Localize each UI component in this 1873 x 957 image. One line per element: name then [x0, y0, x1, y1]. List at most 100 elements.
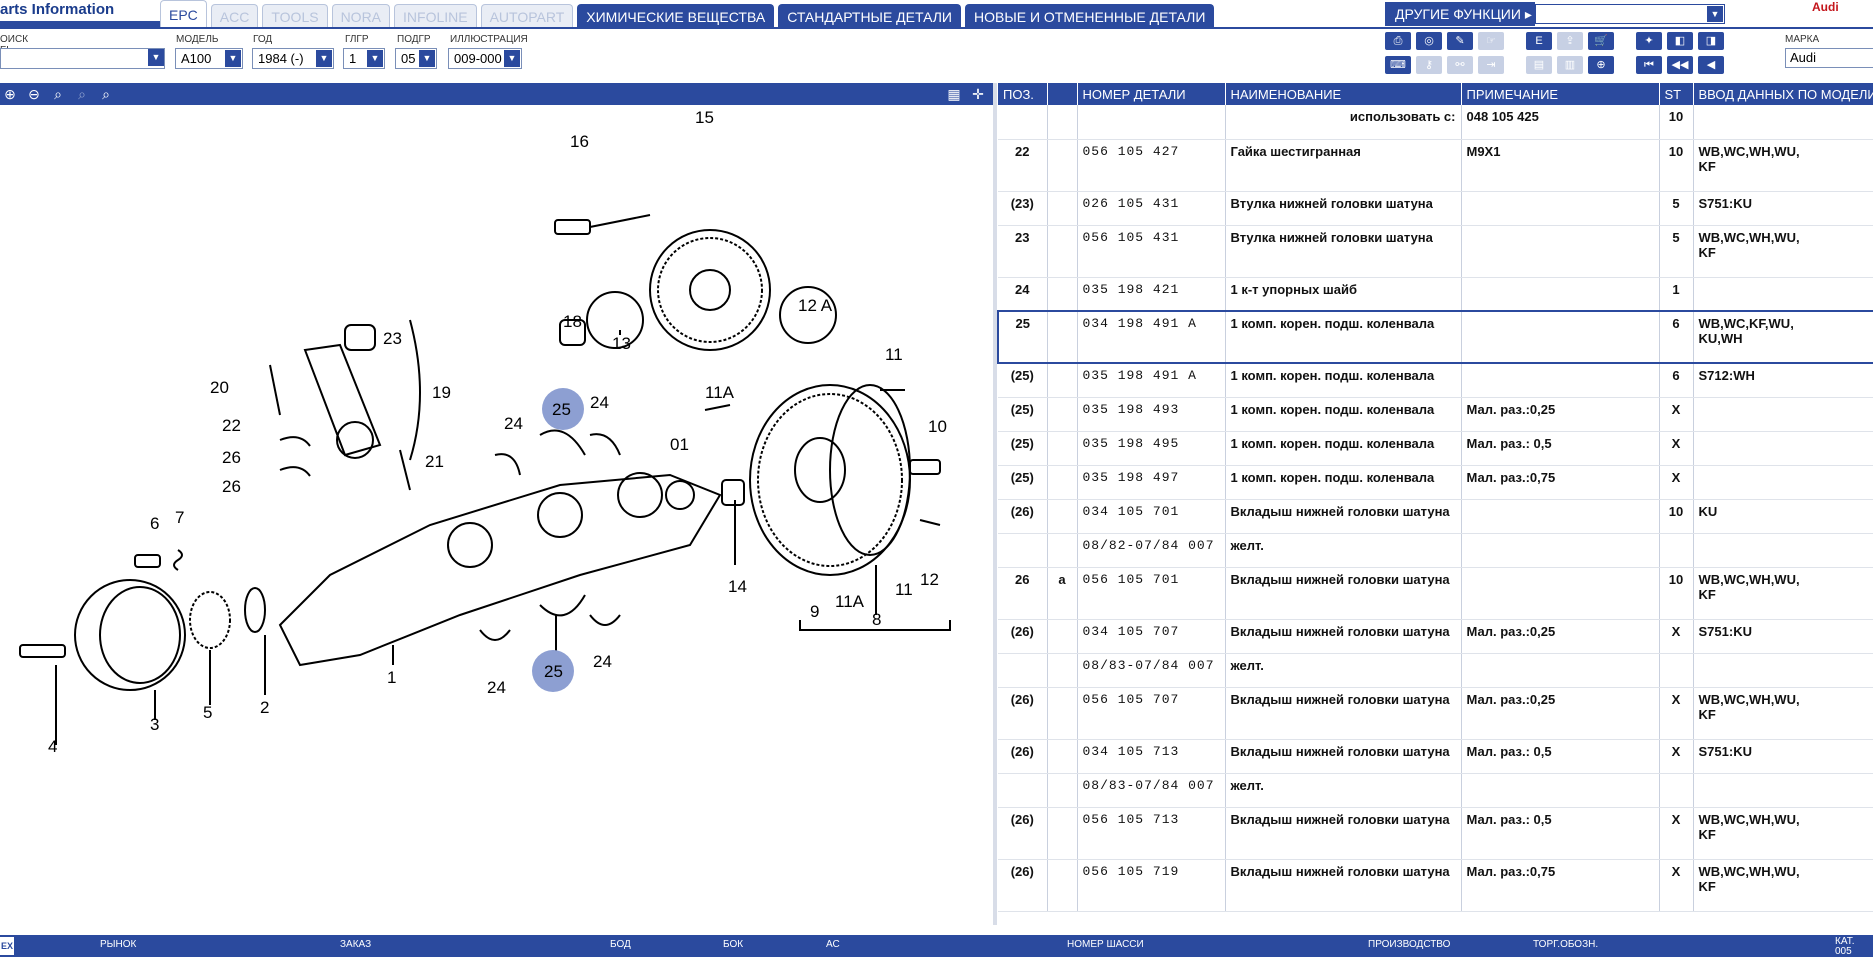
tab-nora[interactable]: NORA	[331, 4, 391, 28]
print-icon[interactable]: ⎙	[1385, 32, 1411, 50]
tab-autopart[interactable]: AUTOPART	[480, 4, 574, 28]
other-functions-select[interactable]: ▼	[1535, 4, 1725, 24]
column-header[interactable]: НАИМЕНОВАНИЕ	[1225, 83, 1462, 105]
parts-illustration[interactable]: 16 15 18 13 12 A 23 19 20 22 21 26 26 25…	[0, 105, 993, 925]
elsa-icon[interactable]: E	[1526, 32, 1552, 50]
back-icon[interactable]: ◀	[1698, 56, 1724, 74]
column-header[interactable]: НОМЕР ДЕТАЛИ	[1077, 83, 1226, 105]
export-icon[interactable]: ⇪	[1557, 32, 1583, 50]
callout-label[interactable]: 19	[432, 383, 451, 402]
marka-field[interactable]: Audi	[1785, 48, 1873, 68]
year-select[interactable]: 1984 (-)▼	[252, 48, 334, 69]
zoom-key-icon[interactable]: ⌕	[78, 86, 86, 102]
callout-label[interactable]: 01	[670, 435, 689, 454]
callout-label[interactable]: 25	[552, 400, 571, 419]
illustration-select[interactable]: 009-000▼	[448, 48, 522, 69]
callout-label[interactable]: 10	[928, 417, 947, 436]
callout-label[interactable]: 24	[504, 414, 523, 433]
callout-label[interactable]: 6	[150, 514, 159, 533]
column-header[interactable]: ПРИМЕЧАНИЕ	[1461, 83, 1660, 105]
callout-label[interactable]: 8	[872, 610, 881, 629]
callout-label[interactable]: 25	[544, 662, 563, 681]
zoom-in-icon[interactable]: ⊕	[4, 86, 16, 102]
callout-label[interactable]: 26	[222, 448, 241, 467]
chevron-down-icon[interactable]: ▼	[419, 50, 435, 67]
chevron-down-icon[interactable]: ▼	[225, 50, 241, 67]
callout-label[interactable]: 20	[210, 378, 229, 397]
callout-label[interactable]: 21	[425, 452, 444, 471]
callout-label[interactable]: 7	[175, 508, 184, 527]
callout-label[interactable]: 13	[612, 334, 631, 353]
callout-label[interactable]: 12	[920, 570, 939, 589]
callout-label[interactable]: 23	[383, 329, 402, 348]
callout-label[interactable]: 18	[563, 312, 582, 331]
tab-acc[interactable]: ACC	[210, 4, 259, 28]
callout-label[interactable]: 11	[885, 345, 903, 364]
subgroup-select[interactable]: 05▼	[395, 48, 437, 69]
callout-label[interactable]: 2	[260, 698, 269, 717]
callout-label[interactable]: 24	[590, 393, 609, 412]
zoom-area-icon[interactable]: ⌕	[54, 86, 62, 102]
chevron-down-icon[interactable]: ▼	[148, 49, 164, 66]
handshake-icon[interactable]: ⚯	[1447, 56, 1473, 74]
callout-label[interactable]: 4	[48, 737, 57, 756]
callout-label[interactable]: 22	[222, 416, 241, 435]
callout-label[interactable]: 11	[895, 580, 913, 599]
chevron-down-icon[interactable]: ▼	[504, 50, 520, 67]
callout-highlight-25-bottom[interactable]	[532, 650, 574, 692]
callout-label[interactable]: 11A	[835, 592, 865, 611]
layout-icon[interactable]: ▦	[947, 86, 961, 102]
callout-label[interactable]: 15	[695, 108, 714, 127]
tab-новые-и-отмененные-детали[interactable]: НОВЫЕ И ОТМЕНЕННЫЕ ДЕТАЛИ	[964, 4, 1215, 28]
column-header[interactable]	[1047, 83, 1078, 105]
cart-icon[interactable]: 🛒	[1588, 32, 1614, 50]
callout-label[interactable]: 3	[150, 715, 159, 734]
model-select[interactable]: A100▼	[175, 48, 243, 69]
callout-highlight-25-top[interactable]	[542, 388, 584, 430]
zoom-out-icon[interactable]: ⊖	[28, 86, 40, 102]
search-icon[interactable]: ⌕	[102, 86, 110, 102]
search-input[interactable]	[0, 48, 165, 69]
pin-icon[interactable]: ✦	[1636, 32, 1662, 50]
panel-splitter[interactable]	[993, 83, 997, 925]
forward-page-icon[interactable]: ◨	[1698, 32, 1724, 50]
callout-label[interactable]: 12 A	[798, 296, 833, 315]
column-header[interactable]: ВВОД ДАННЫХ ПО МОДЕЛИ	[1693, 83, 1873, 105]
ex-button[interactable]: EX	[0, 937, 14, 955]
keyboard-icon[interactable]: ⌨	[1385, 56, 1411, 74]
tab-tools[interactable]: TOOLS	[262, 4, 328, 28]
back-page-icon[interactable]: ◧	[1667, 32, 1693, 50]
prev-icon[interactable]: ◀◀	[1667, 56, 1693, 74]
doc-icon[interactable]: ▤	[1526, 56, 1552, 74]
callout-label[interactable]: 14	[728, 577, 747, 596]
first-icon[interactable]: ⏮	[1636, 56, 1662, 74]
disc-icon[interactable]: ◎	[1416, 32, 1442, 50]
callout-label[interactable]: 26	[222, 477, 241, 496]
callout-label[interactable]: 5	[203, 703, 212, 722]
doc-search-icon[interactable]: ▥	[1557, 56, 1583, 74]
callout-label[interactable]: 11A	[705, 383, 735, 402]
hand-icon[interactable]: ☞	[1478, 32, 1504, 50]
callout-label[interactable]: 9	[810, 602, 819, 621]
key-icon[interactable]: ⚷	[1416, 56, 1442, 74]
callout-label[interactable]: 1	[387, 668, 396, 687]
tab-стандартные-детали[interactable]: СТАНДАРТНЫЕ ДЕТАЛИ	[778, 4, 961, 28]
chevron-down-icon[interactable]: ▼	[316, 50, 332, 67]
chevron-down-icon[interactable]: ▼	[367, 50, 383, 67]
callout-label[interactable]: 24	[593, 652, 612, 671]
